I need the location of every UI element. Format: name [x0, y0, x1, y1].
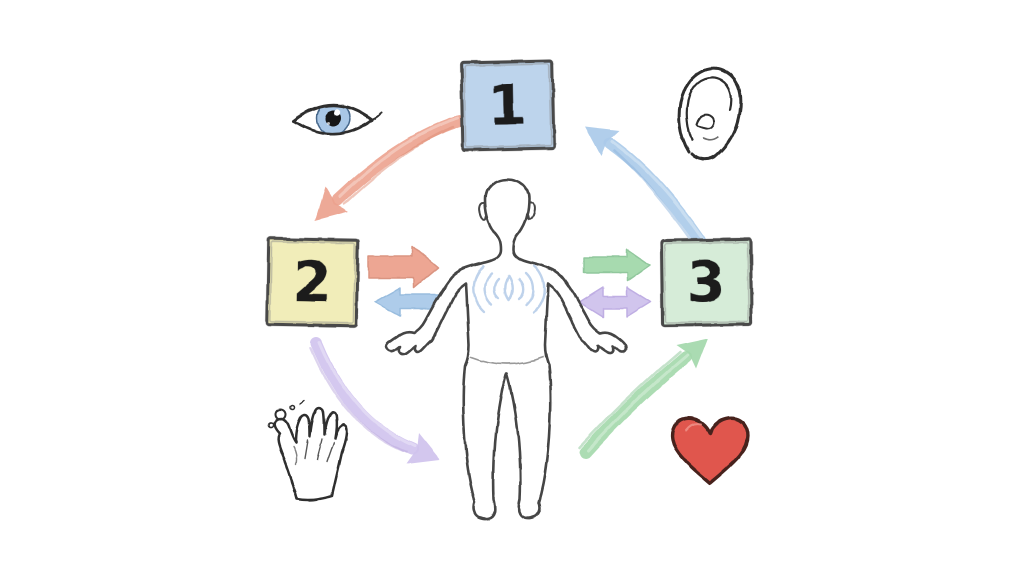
box-2: 2	[265, 236, 360, 328]
arrow-top-to-left	[315, 116, 464, 221]
touch-dots	[267, 400, 305, 429]
chest-resonance-symbol	[472, 264, 546, 314]
ear-icon	[677, 66, 743, 162]
heart-icon	[670, 416, 750, 485]
arrow-right-to-top	[585, 126, 706, 246]
box2-to-figure-arrow	[367, 245, 439, 289]
box-3: 3	[659, 237, 754, 328]
exchange-arrows-right	[578, 248, 652, 318]
figure-to-box3-arrow	[583, 248, 651, 282]
human-figure	[385, 177, 628, 520]
arrow-bottom-to-right	[578, 338, 708, 459]
arrow-left-to-bottom	[309, 337, 439, 464]
box-1-label: 1	[487, 73, 527, 139]
hand-icon	[267, 400, 349, 502]
eye-icon	[292, 103, 383, 136]
body-outline	[385, 177, 628, 520]
box-2-label: 2	[292, 250, 332, 316]
box-3-label: 3	[686, 250, 726, 316]
figure-box3-double-arrow	[578, 286, 652, 318]
box-1: 1	[459, 59, 556, 152]
